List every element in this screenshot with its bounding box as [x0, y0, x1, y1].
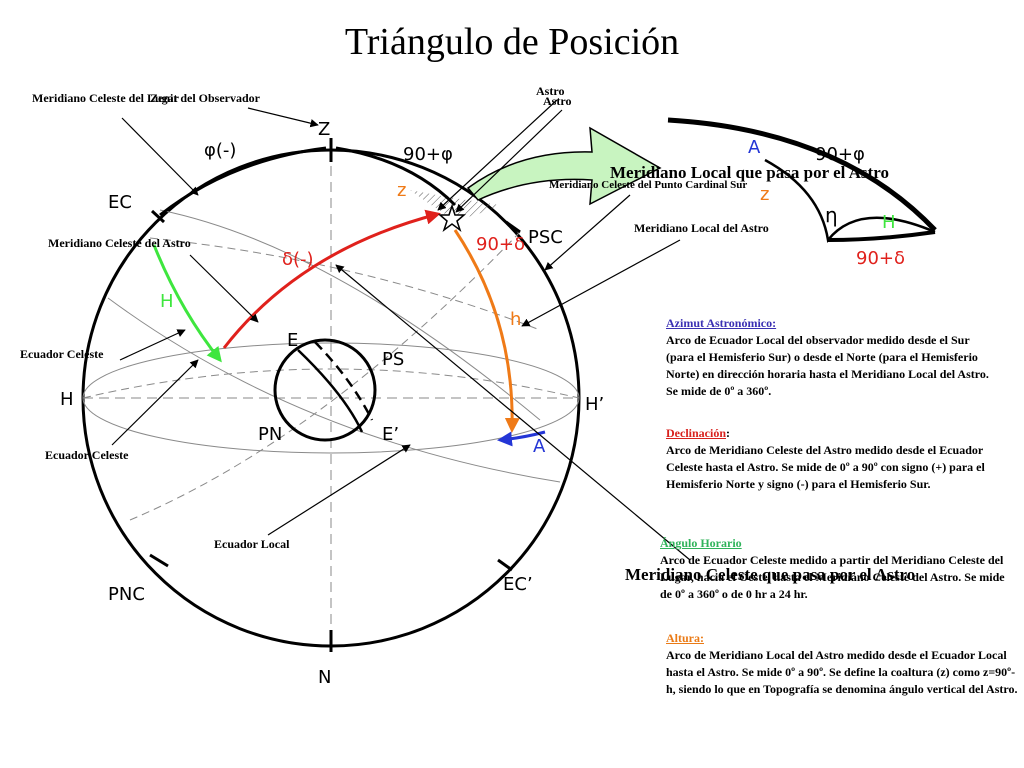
caption-meridiano-celeste-astro: Meridiano Celeste del Astro — [48, 236, 191, 250]
label-h-green: H — [160, 291, 174, 312]
caption-astro-1: Astro — [536, 84, 565, 98]
tick-pnc — [149, 553, 169, 568]
triangle-label-ninety-phi: 90+φ — [815, 144, 865, 165]
caption-zenit-observador: Zenit del Observador — [150, 91, 260, 105]
inner-sphere-dashed — [314, 341, 374, 421]
inner-sphere-meridian — [297, 349, 364, 433]
definition-angulo-horario-body: Arco de Ecuador Celeste medido a partir … — [660, 553, 1005, 601]
azimuth-arc — [497, 430, 546, 447]
definition-altura-heading: Altura: — [666, 631, 704, 645]
definition-azimut-heading: Azimut Astronómico: — [666, 316, 777, 330]
callout-line — [267, 444, 411, 536]
triangle-base-arc — [827, 230, 936, 242]
caption-meridiano-local-grande: Meridiano Local que pasa por el Astro — [610, 163, 889, 182]
definition-angulo-horario-heading: Ángulo Horario — [660, 536, 742, 550]
label-zenith: Z — [318, 119, 330, 140]
definition-declinacion-heading: Declinación — [666, 426, 726, 440]
label-pn: PN — [258, 424, 282, 445]
latitude-arc — [159, 146, 327, 217]
definition-declinacion-colon: : — [726, 426, 730, 440]
label-ninety-phi: 90+φ — [403, 144, 453, 165]
callout-line — [121, 117, 199, 196]
triangle-label-a: A — [748, 137, 761, 158]
callout-line — [455, 109, 563, 213]
callout-line — [335, 264, 691, 561]
hour-angle-arc — [152, 244, 222, 363]
callout-line — [119, 329, 186, 361]
definition-azimut: Azimut Astronómico: Arco de Ecuador Loca… — [666, 315, 996, 400]
tick-psc — [505, 220, 521, 234]
caption-ecuador-celeste-1: Ecuador Celeste — [20, 347, 104, 361]
label-ninety-delta: 90+δ — [476, 234, 525, 255]
label-z-small: z — [397, 180, 406, 201]
definition-angulo-horario: Ángulo Horario Arco de Ecuador Celeste m… — [660, 535, 1005, 603]
label-h-right: H’ — [585, 394, 604, 415]
label-e: E — [287, 330, 298, 351]
definition-altura-body: Arco de Meridiano Local del Astro medido… — [666, 648, 1018, 696]
caption-meridiano-celeste-grande: Meridiano Celeste que pasa por el Astro — [625, 565, 916, 584]
label-h-orange: h — [510, 309, 521, 330]
celestial-meridian-astro — [159, 209, 541, 421]
inner-sphere — [273, 338, 377, 442]
callout-line — [437, 99, 558, 211]
celestial-equator-back — [149, 237, 541, 331]
label-pnc: PNC — [108, 584, 145, 605]
label-ps: PS — [382, 349, 404, 370]
page-title: Triángulo de Posición — [344, 21, 680, 63]
triangle-label-z: z — [760, 184, 769, 205]
triangle-outer-arc — [667, 117, 937, 232]
caption-ecuador-local: Ecuador Local — [214, 537, 290, 551]
label-psc: PSC — [528, 227, 563, 248]
declination-arc — [222, 209, 441, 349]
tick-ec-prime — [497, 558, 513, 572]
caption-meridiano-celeste-lugar: Meridiano Celeste del Lugar — [32, 91, 179, 105]
label-phi-neg: φ(-) — [204, 140, 236, 161]
ninety-phi-arc — [335, 146, 457, 207]
label-a-blue: A — [533, 436, 546, 457]
tick-ec — [150, 209, 166, 224]
definition-declinacion: Declinación: Arco de Meridiano Celeste d… — [666, 425, 996, 493]
callout-line — [521, 239, 681, 327]
altitude-arc — [453, 229, 520, 433]
callout-line — [247, 107, 319, 128]
polar-axis — [129, 231, 521, 521]
caption-meridiano-local-astro: Meridiano Local del Astro — [634, 221, 769, 235]
caption-ecuador-celeste-2: Ecuador Celeste — [45, 448, 129, 462]
label-h-left: H — [60, 389, 74, 410]
label-e-prime: E’ — [382, 424, 399, 445]
celestial-equator-curve — [107, 297, 561, 483]
triangle-label-h: H — [882, 212, 896, 233]
caption-astro-2: Astro — [543, 94, 572, 108]
label-ec-prime: EC’ — [503, 574, 533, 595]
callout-line — [544, 194, 631, 271]
definition-azimut-body: Arco de Ecuador Local del observador med… — [666, 333, 989, 398]
triangle-label-ninety-delta: 90+δ — [856, 248, 905, 269]
label-delta-neg: δ(-) — [282, 249, 314, 270]
label-ec: EC — [108, 192, 132, 213]
star-icon — [437, 203, 467, 233]
triangle-label-eta: η — [825, 203, 838, 227]
label-nadir: N — [318, 667, 331, 688]
definition-altura: Altura: Arco de Meridiano Local del Astr… — [666, 630, 1018, 698]
caption-meridiano-celeste-punto-cardinal: Meridiano Celeste del Punto Cardinal Sur — [549, 179, 748, 191]
callout-line — [111, 359, 199, 446]
callout-line — [189, 254, 259, 323]
green-arrow-icon — [466, 126, 662, 206]
definition-declinacion-body: Arco de Meridiano Celeste del Astro medi… — [666, 443, 985, 491]
